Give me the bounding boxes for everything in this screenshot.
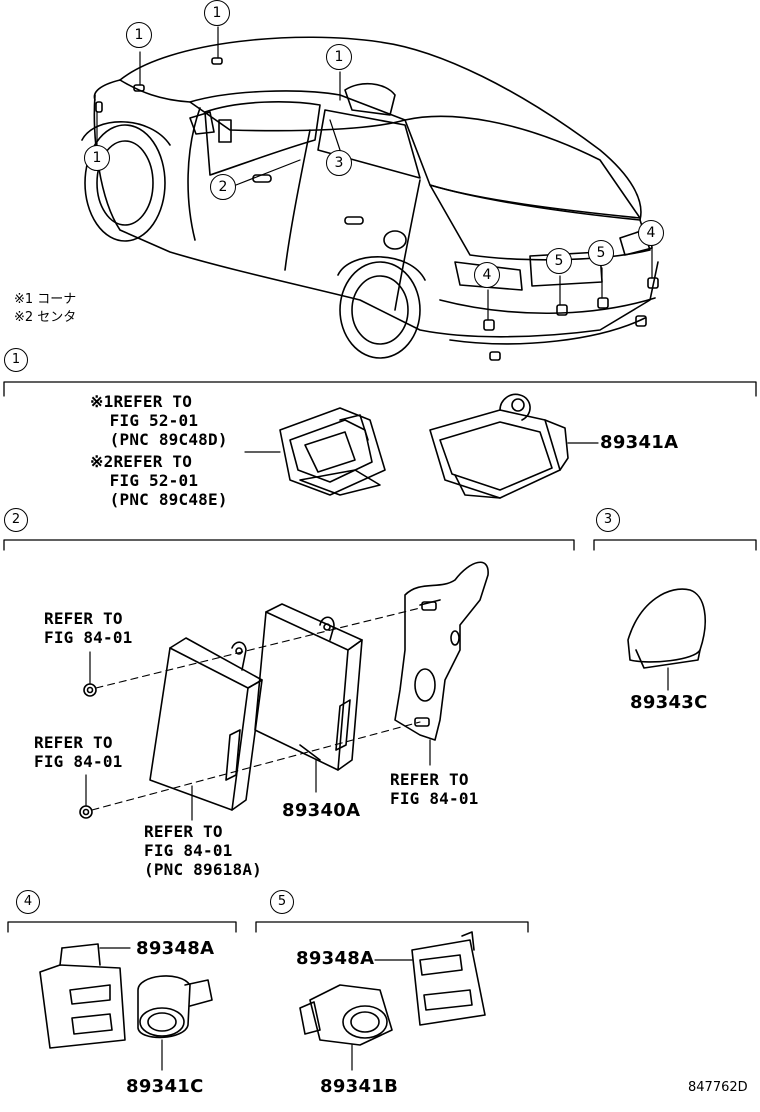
callout-5-rear-center-left: 5	[546, 248, 572, 274]
callout-1-roof: 1	[326, 44, 352, 70]
note-corner: ※1 コーナ	[14, 292, 77, 307]
corner-sensor-retainer	[279, 407, 386, 496]
section-brackets	[3, 381, 757, 933]
ecu-left-drawing	[149, 637, 263, 811]
refer-fig52-corner: ※1REFER TO FIG 52-01 (PNC 89C48D)	[90, 392, 228, 449]
callout-5-rear-center-right: 5	[588, 240, 614, 266]
sensor-89341B-drawing	[299, 984, 393, 1046]
callout-1-hood: 1	[204, 0, 230, 26]
part-89348A-center: 89348A	[296, 948, 375, 969]
section-marker-4: 4	[16, 890, 40, 914]
ecu-right-drawing	[254, 603, 363, 771]
callout-3-cover: 3	[326, 150, 352, 176]
callout-4-rear-left: 4	[474, 262, 500, 288]
callout-1-front-top: 1	[126, 22, 152, 48]
retainer-4-drawing	[39, 943, 126, 1049]
callout-4-rear-right: 4	[638, 220, 664, 246]
refer-fig84-nut-upper: REFER TO FIG 84-01	[44, 609, 133, 647]
refer-fig84-bracket: REFER TO FIG 84-01	[390, 770, 479, 808]
part-89348A-corner: 89348A	[136, 938, 215, 959]
sensor-89341A-drawing	[429, 393, 569, 499]
section2-leaders	[85, 651, 431, 821]
part-89343C: 89343C	[630, 692, 708, 713]
ecu-bracket-drawing	[394, 561, 489, 741]
retainer-5-drawing	[411, 931, 486, 1026]
section-marker-1: 1	[4, 348, 28, 372]
refer-fig52-center: ※2REFER TO FIG 52-01 (PNC 89C48E)	[90, 452, 228, 509]
section-marker-3: 3	[596, 508, 620, 532]
callout-1-bumper: 1	[84, 145, 110, 171]
cover-89343C-drawing	[627, 588, 706, 669]
refer-fig84-ecu: REFER TO FIG 84-01 (PNC 89618A)	[144, 822, 262, 879]
sensor-89341C-drawing	[137, 975, 213, 1039]
car-callout-leaders	[96, 26, 653, 321]
note-center: ※2 センタ	[14, 310, 77, 325]
part-89341A: 89341A	[600, 432, 679, 453]
diagram-code: 847762D	[688, 1080, 748, 1095]
part-89341C: 89341C	[126, 1076, 204, 1097]
car-illustration	[81, 36, 659, 361]
part-89341B: 89341B	[320, 1076, 399, 1097]
ecu-mounting-lines	[91, 607, 421, 811]
part-89340A: 89340A	[282, 800, 361, 821]
section-marker-2: 2	[4, 508, 28, 532]
refer-fig84-nut-lower: REFER TO FIG 84-01	[34, 733, 123, 771]
section-marker-5: 5	[270, 890, 294, 914]
callout-2-ecu: 2	[210, 174, 236, 200]
